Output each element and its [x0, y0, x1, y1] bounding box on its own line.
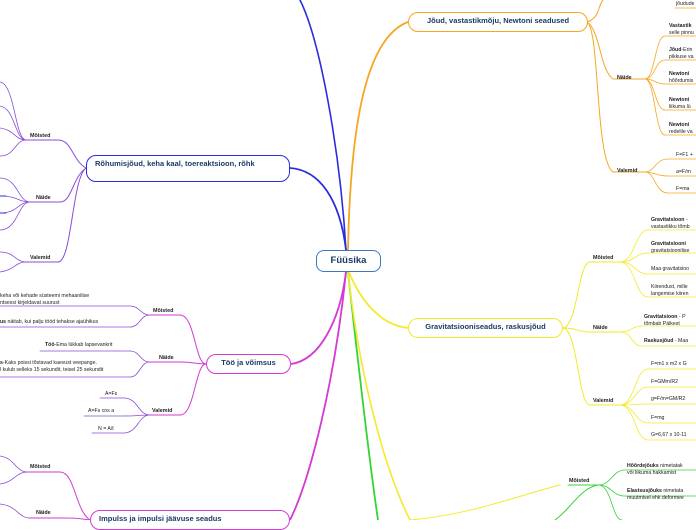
- gravity-formula-3: g=F/m=GM/R2: [651, 396, 686, 402]
- work-valemid-label: Valemid: [152, 408, 173, 414]
- topic-pressure[interactable]: Rõhumisjõud, keha kaal, toereaktsioon, r…: [86, 155, 290, 182]
- gravity-formula-1: F=m1 x m2 x G: [651, 361, 687, 367]
- work-formula-3: N = A/t: [98, 426, 114, 432]
- link-root-force: [347, 21, 409, 251]
- root-title: Füüsika: [330, 255, 367, 266]
- link-root-pressure: [289, 167, 347, 251]
- gravity-formula-5: G=6,67 x 10-11: [651, 432, 687, 438]
- work-naited-label: Näide: [159, 355, 174, 361]
- link-root-gravity-yellow2: [347, 271, 411, 520]
- force-formula-3: F=ma: [676, 186, 690, 192]
- gravity-valemid-label: Valemid: [593, 398, 614, 404]
- topic-pressure-title: Rõhumisjõud, keha kaal, toereaktsioon, r…: [95, 159, 255, 168]
- root-node[interactable]: Füüsika: [316, 250, 381, 272]
- link-root-impulse: [289, 271, 347, 520]
- topic-impulse-title: Impulss ja impulsi jäävuse seadus: [99, 514, 222, 523]
- friction-moisted-label: Mõisted: [569, 478, 590, 484]
- impulse-moisted-label: Mõisted: [30, 464, 51, 470]
- work-moisted-leaf-2: us näitab, kui palju tööd tehakse ajaühi…: [0, 319, 99, 325]
- work-naited-leaf-1: Töö-Ema lükkab lapsevankrit: [45, 342, 113, 348]
- force-naited-label: Näide: [617, 75, 632, 81]
- force-valemid-label: Valemid: [617, 168, 638, 174]
- gravity-naide-label: Näide: [593, 325, 608, 331]
- topic-force-title: Jõud, vastastikmõju, Newtoni seadused: [426, 16, 570, 25]
- force-formula-2: a=F/m: [676, 169, 691, 175]
- topic-gravity-title: Gravitatsiooniseadus, raskusjõud: [425, 322, 546, 331]
- topic-force[interactable]: Jõud, vastastikmõju, Newtoni seadused: [408, 12, 588, 32]
- work-formula-2: A=Fs cos a: [88, 408, 115, 414]
- pressure-naited-label: Näide: [36, 195, 51, 201]
- force-top-leaf: jõudude: [676, 1, 695, 7]
- force-formula-1: F=F1 +: [676, 152, 693, 158]
- pressure-moisted-label: Mõisted: [30, 133, 51, 139]
- gravity-naide-leaf-2: Raskusjõud - Maa: [644, 338, 689, 344]
- impulse-naited-label: Näide: [36, 510, 51, 516]
- gravity-formula-2: F=GMm/R2: [651, 379, 678, 385]
- gravity-formula-4: F=mg: [651, 415, 665, 421]
- link-root-top-blue: [299, 0, 347, 251]
- link-root-gravity: [347, 269, 409, 329]
- topic-gravity[interactable]: Gravitatsiooniseadus, raskusjõud: [408, 318, 563, 338]
- work-naited-leaf-2: s-Kaks poissi tõstavad kaevust veepange.…: [0, 360, 104, 373]
- gravity-moisted-leaf-1: Gravitatsioon -vastastikku tõmb: [651, 217, 690, 230]
- work-formula-1: A=Fs: [105, 391, 118, 397]
- pressure-valemid-label: Valemid: [30, 255, 51, 261]
- topic-work[interactable]: Töö ja võimsus: [206, 354, 291, 374]
- topic-work-title: Töö ja võimsus: [221, 358, 276, 367]
- link-root-work: [290, 271, 347, 365]
- work-moisted-label: Mõisted: [153, 308, 174, 314]
- gravity-moisted-label: Mõisted: [593, 255, 614, 261]
- gravity-moisted-leaf-3: Maa gravitatsioo: [651, 266, 690, 272]
- topic-impulse[interactable]: Impulss ja impulsi jäävuse seadus: [90, 510, 290, 530]
